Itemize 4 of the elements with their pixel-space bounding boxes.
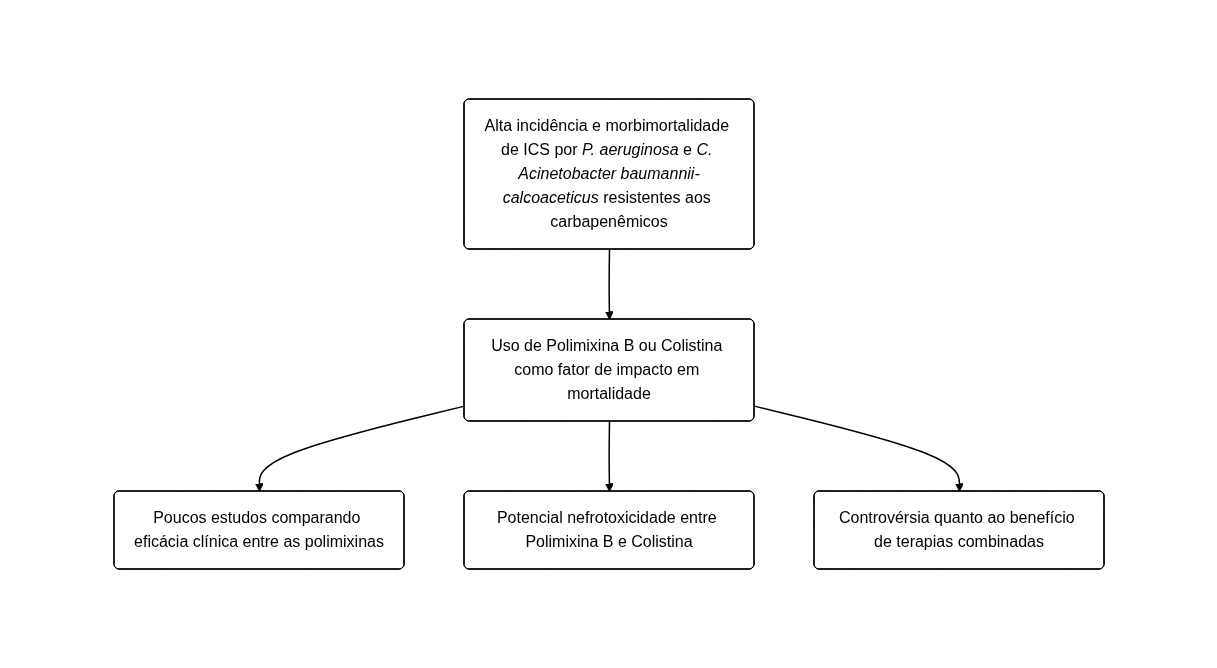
arrow <box>254 405 465 492</box>
arrow <box>604 420 614 492</box>
arrow <box>604 248 614 320</box>
arrow <box>753 405 964 492</box>
